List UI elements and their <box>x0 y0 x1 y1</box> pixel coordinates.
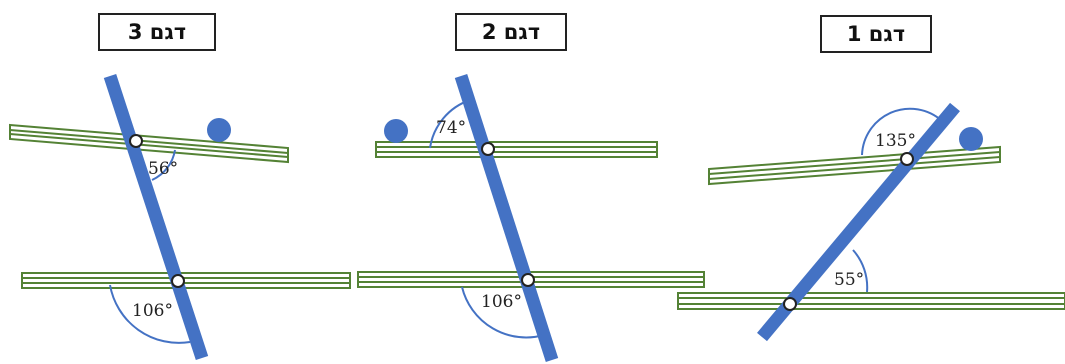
panel-3-angle-lower: 106° <box>132 301 173 321</box>
panel-3-angle-upper: 56° <box>148 159 178 179</box>
panel-2-pivot-lower <box>521 273 535 287</box>
panel-1-pivot-upper <box>900 152 914 166</box>
panel-3-title: דגם 3 <box>98 13 216 51</box>
panel-1-title: דגם 1 <box>820 15 932 53</box>
panel-2: 74° 106° <box>357 74 705 362</box>
panel-2-angle-arc-lower <box>461 286 545 339</box>
panel-2-angle-lower: 106° <box>481 292 522 312</box>
panel-2-pivot-upper <box>481 142 495 156</box>
panel-1-angle-arc-upper <box>861 107 943 156</box>
panel-2-transversal <box>454 74 559 362</box>
panel-1-upper-rail <box>708 145 1001 186</box>
panel-1: 135° 55° <box>677 102 1065 342</box>
panel-3-transversal <box>103 73 209 361</box>
panel-3-upper-rail <box>9 123 289 164</box>
panel-1-lower-rail <box>677 292 1065 310</box>
panel-3-angle-arc-lower <box>109 284 191 344</box>
panel-1-angle-arc-lower <box>852 249 869 293</box>
panel-2-ball <box>384 119 408 143</box>
panel-2-angle-arc-upper <box>429 99 471 149</box>
panel-3-pivot-upper <box>129 134 143 148</box>
panel-1-ball <box>959 127 983 151</box>
panel-3: 56° 106° <box>9 73 351 361</box>
panel-3-ball <box>207 118 231 142</box>
panel-3-pivot-lower <box>171 274 185 288</box>
panel-2-upper-rail <box>375 141 658 158</box>
panel-1-pivot-lower <box>783 297 797 311</box>
panel-3-lower-rail <box>21 272 351 289</box>
panel-1-angle-upper: 135° <box>875 131 916 151</box>
panel-2-title: דגם 2 <box>455 13 567 51</box>
panel-2-angle-upper: 74° <box>436 118 466 138</box>
panel-1-angle-lower: 55° <box>834 270 864 290</box>
panel-3-angle-arc-upper <box>151 149 176 181</box>
